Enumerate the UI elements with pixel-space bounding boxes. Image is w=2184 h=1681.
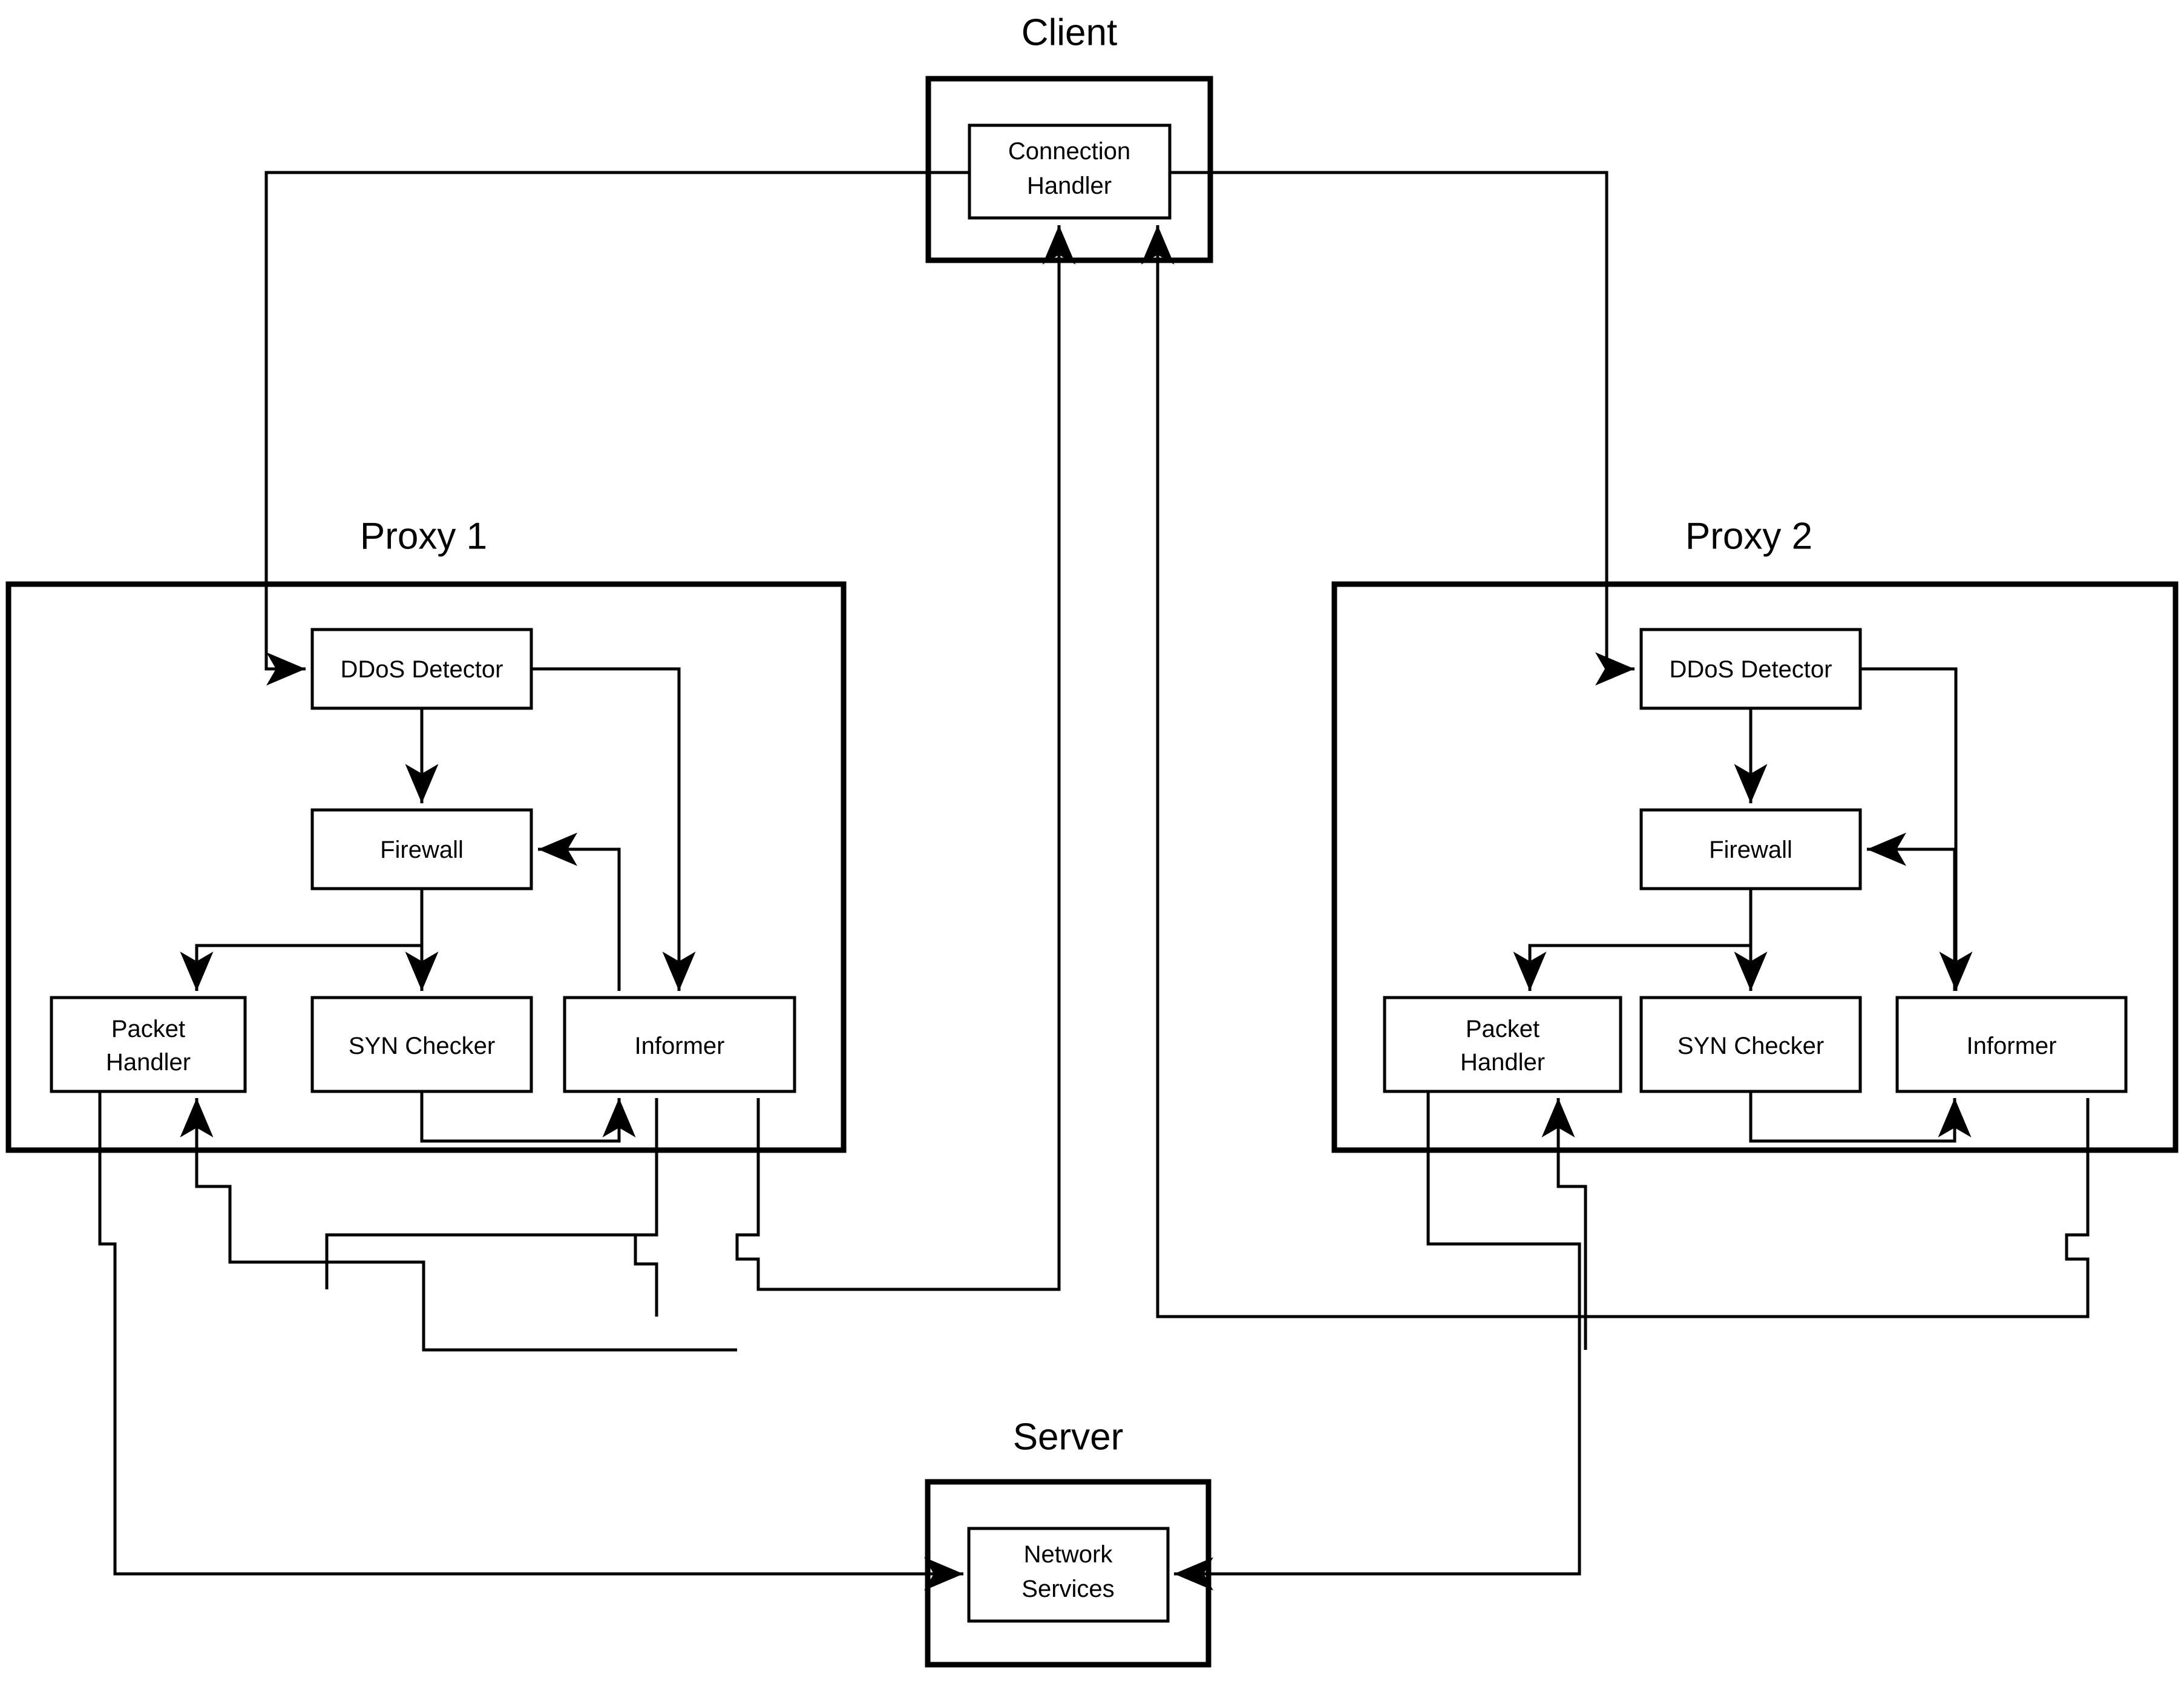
node-label-connection-handler-line2: Handler: [1027, 173, 1112, 199]
edge-server-to-packet-handler-proxy1: [180, 1098, 737, 1352]
edge-connection-handler-to-ddos-proxy1: [264, 171, 969, 686]
node-label-packet-handler-proxy2-line1: Packet: [1466, 1016, 1540, 1042]
node-informer-proxy1[interactable]: [563, 996, 796, 1093]
node-syn-checker-proxy2[interactable]: [1639, 996, 1862, 1093]
node-network-services[interactable]: [967, 1527, 1170, 1623]
edge-packet-handler-proxy1-to-server: [98, 1091, 963, 1591]
edge-informer-to-firewall-proxy2: [1867, 832, 1956, 991]
edge-firewall-to-packet-handler-proxy2: [1513, 944, 1751, 991]
group-title-client: Client: [1021, 12, 1118, 53]
edge-connection-handler-to-ddos-proxy2: [1170, 171, 1635, 686]
node-connection-handler[interactable]: [968, 123, 1172, 220]
node-informer-proxy2[interactable]: [1895, 996, 2128, 1093]
edge-firewall-to-packet-handler-proxy1: [180, 944, 422, 991]
node-label-firewall-proxy2: Firewall: [1709, 837, 1792, 863]
node-packet-handler-proxy2[interactable]: [1383, 996, 1622, 1093]
node-label-informer-proxy2: Informer: [1967, 1033, 2057, 1059]
edge-informer-proxy1-down: [634, 1098, 658, 1317]
edge-syn-checker-to-informer-proxy2: [1749, 1091, 1972, 1143]
node-label-packet-handler-proxy1-line2: Handler: [106, 1049, 191, 1076]
node-label-network-services-line2: Services: [1021, 1576, 1114, 1602]
edge-syn-checker-to-informer-proxy1: [420, 1091, 636, 1143]
node-label-informer-proxy1: Informer: [635, 1033, 725, 1059]
node-syn-checker-proxy1[interactable]: [310, 996, 533, 1093]
edge-informer-to-firewall-proxy1: [538, 832, 621, 991]
node-label-ddos-detector-proxy1: DDoS Detector: [341, 656, 503, 683]
node-label-packet-handler-proxy1-line1: Packet: [111, 1016, 185, 1042]
edge-proxy2-informer-to-client: [1141, 225, 2090, 1318]
node-packet-handler-proxy1[interactable]: [50, 996, 247, 1093]
node-label-firewall-proxy1: Firewall: [380, 837, 464, 863]
edge-proxy1-informer-to-client: [735, 225, 1076, 1291]
node-label-syn-checker-proxy1: SYN Checker: [349, 1033, 495, 1059]
node-label-connection-handler-line1: Connection: [1008, 138, 1130, 165]
group-title-proxy1: Proxy 1: [360, 515, 487, 557]
group-title-server: Server: [1013, 1416, 1124, 1458]
edge-ddos-to-informer-proxy1: [531, 667, 696, 991]
node-label-network-services-line1: Network: [1024, 1541, 1113, 1568]
group-title-proxy2: Proxy 2: [1685, 515, 1812, 557]
node-label-ddos-detector-proxy2: DDoS Detector: [1670, 656, 1832, 683]
node-label-syn-checker-proxy2: SYN Checker: [1677, 1033, 1824, 1059]
edge-server-to-packet-handler-proxy2: [1541, 1098, 1587, 1350]
node-label-packet-handler-proxy2-line2: Handler: [1460, 1049, 1545, 1076]
node-firewall-proxy2[interactable]: [1639, 808, 1862, 890]
edge-packet-handler-proxy2-to-server: [1174, 1091, 1581, 1591]
